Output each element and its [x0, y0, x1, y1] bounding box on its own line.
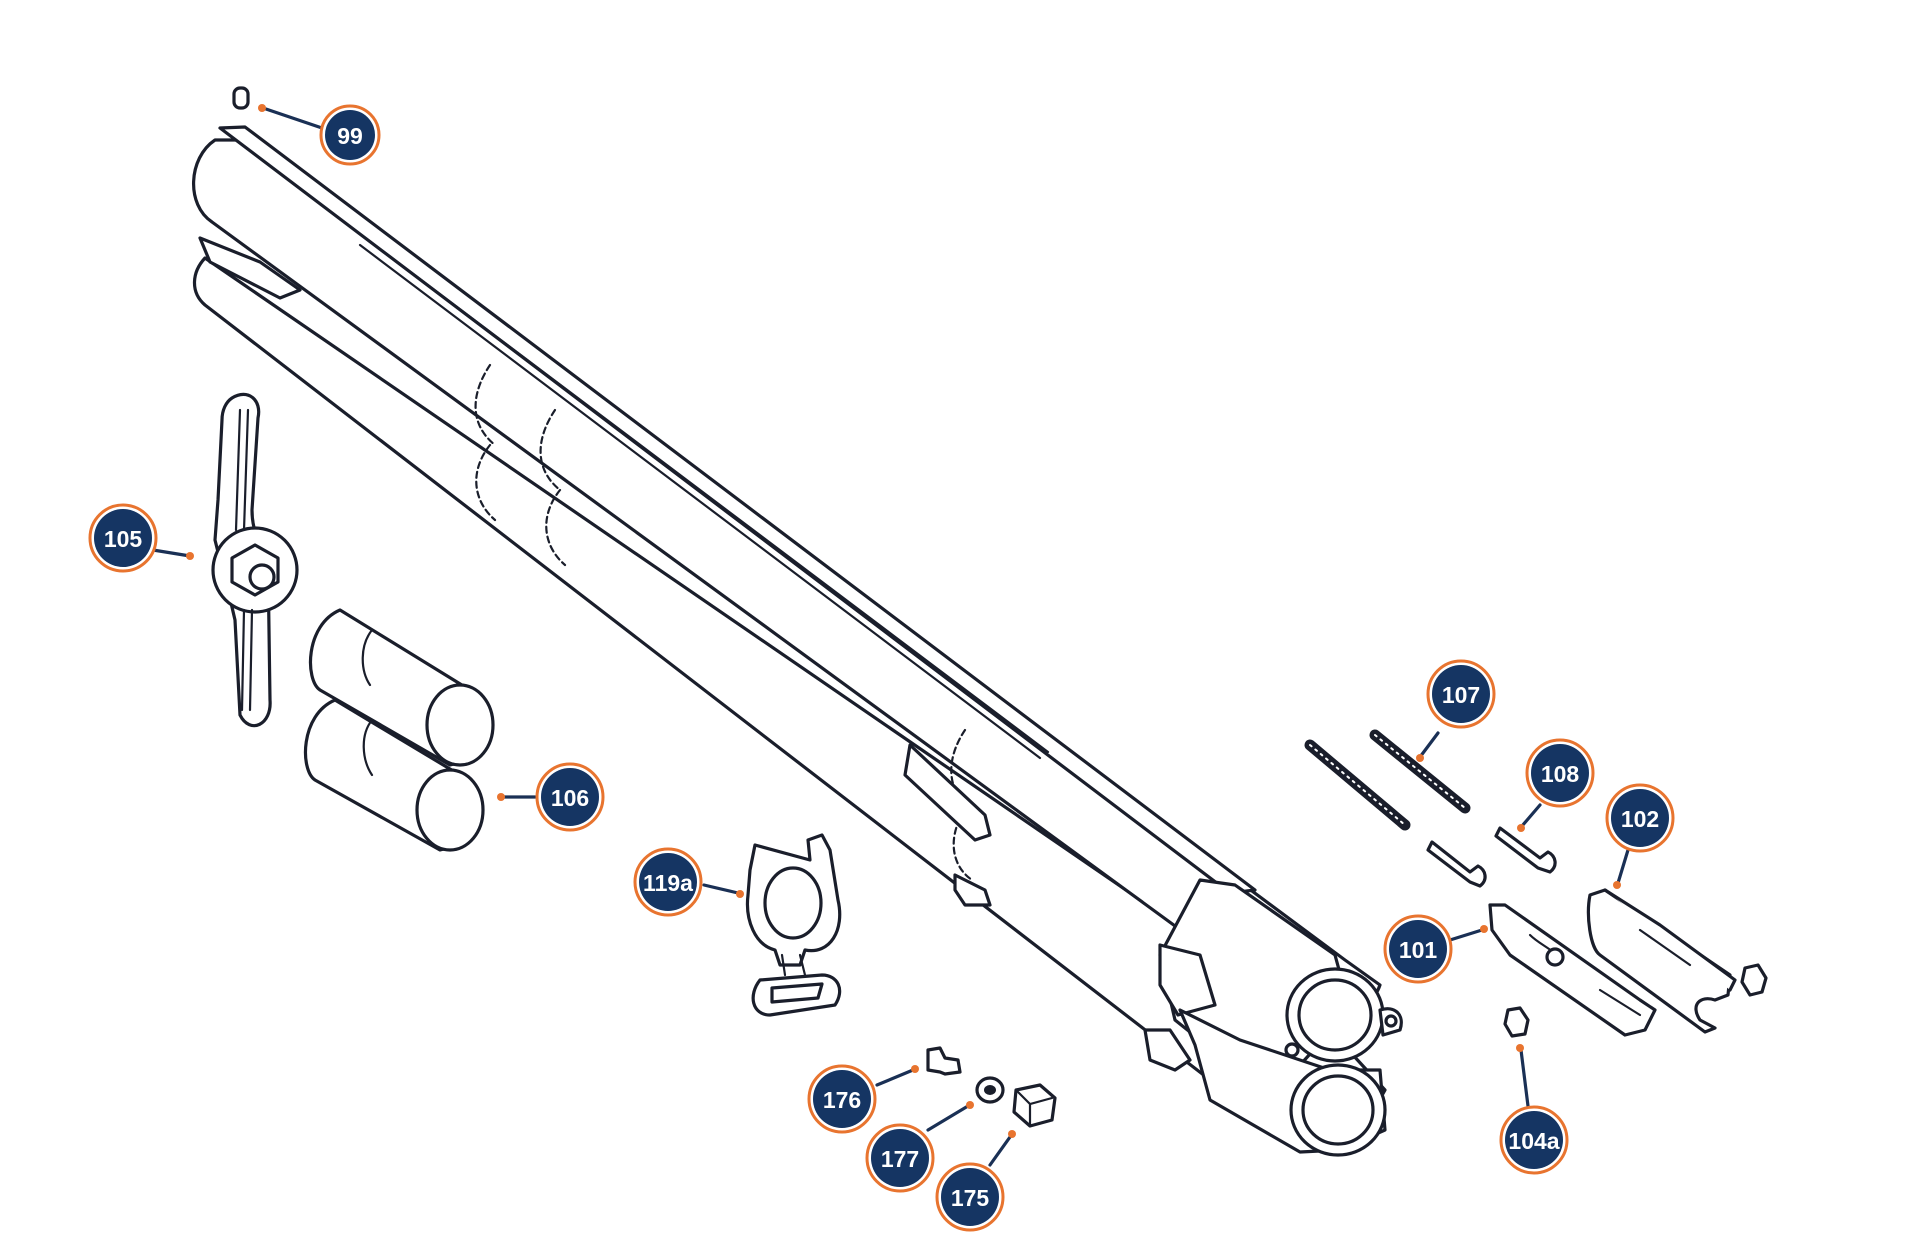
- barrel-band-line: [474, 363, 497, 447]
- barrel-band-line: [545, 488, 567, 567]
- callout-107: 107: [1416, 659, 1496, 762]
- barrel-band-line: [539, 408, 562, 492]
- lower-bore-inner: [1301, 1074, 1375, 1146]
- part-105-wrench: [211, 392, 299, 728]
- rib-mid-lug: [903, 743, 992, 842]
- barrel-band-line: [952, 808, 974, 882]
- part-101-rail: [1488, 903, 1657, 1037]
- part-107-threaded-rods: [1304, 729, 1471, 831]
- callout-105: 105: [88, 503, 194, 573]
- part-102-forend-iron: [1586, 888, 1737, 1034]
- upper-bore-inner: [1297, 978, 1373, 1052]
- callout-106-label: 106: [551, 785, 589, 811]
- part-nut-right: [1740, 963, 1768, 997]
- part-106-barrel-plugs: [303, 608, 495, 852]
- callout-105-label: 105: [104, 526, 143, 552]
- part-99-pin: [232, 86, 250, 110]
- part-176-screw: [926, 1046, 962, 1076]
- callout-106: 106: [497, 762, 605, 832]
- part-175-nut: [1012, 1083, 1057, 1128]
- barrel-band-line: [475, 443, 497, 522]
- callout-177-label: 177: [881, 1146, 919, 1172]
- callout-99-label: 99: [337, 123, 363, 149]
- part-177-washer: [975, 1076, 1005, 1104]
- callout-108-label: 108: [1541, 761, 1580, 787]
- callout-119a: 119a: [633, 847, 744, 917]
- callout-175-label: 175: [951, 1185, 990, 1211]
- callout-119a-label: 119a: [643, 870, 693, 896]
- muzzle-pin: [1284, 1042, 1300, 1058]
- under-lug: [953, 873, 992, 907]
- rib-front-block: [198, 236, 302, 300]
- callout-104a: 104a: [1499, 1044, 1569, 1175]
- part-108-pins: [1426, 826, 1557, 888]
- breech-lug: [1143, 1028, 1192, 1072]
- callout-102: 102: [1605, 783, 1675, 889]
- barrel-assembly: [192, 125, 1403, 1157]
- top-rib: [218, 125, 1257, 895]
- breech-side-plate: [1158, 943, 1217, 1017]
- callout-108: 108: [1517, 738, 1595, 832]
- callout-102-label: 102: [1621, 806, 1659, 832]
- callout-107-label: 107: [1442, 682, 1480, 708]
- callout-175: 175: [935, 1130, 1016, 1232]
- callout-101: 101: [1383, 914, 1488, 984]
- callout-101-label: 101: [1399, 937, 1438, 963]
- part-119a-sling-swivel: [745, 833, 842, 1017]
- callout-104a-label: 104a: [1508, 1128, 1559, 1154]
- callout-99: 99: [258, 104, 381, 166]
- callout-176: 176: [807, 1064, 919, 1134]
- part-104a-nut: [1503, 1006, 1530, 1038]
- callout-177: 177: [865, 1101, 974, 1193]
- callout-176-label: 176: [823, 1087, 861, 1113]
